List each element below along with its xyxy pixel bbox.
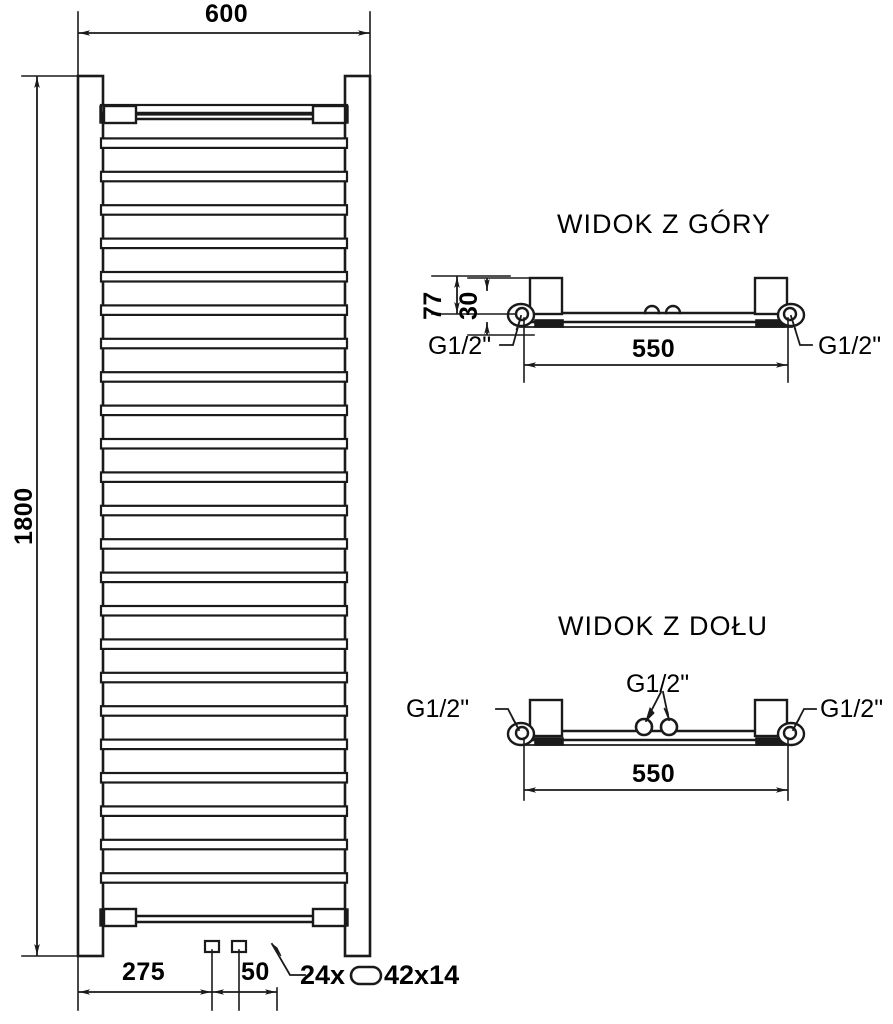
dimension-550-bottom: [523, 737, 789, 801]
lower-mounting-bar: [99, 907, 349, 928]
left-manifold: [76, 74, 105, 958]
vent-bump-left: [643, 304, 661, 315]
bottom-connector-stubs: [203, 939, 248, 954]
upper-bracket-left: [102, 104, 138, 125]
dimension-label-center-top: 550: [632, 335, 676, 363]
lower-bracket-right: [311, 907, 347, 928]
top-valve-left: [506, 302, 536, 328]
right-manifold: [343, 74, 372, 958]
thread-label-top-left: G1/2": [428, 332, 492, 360]
bottom-view-geometry: [506, 698, 806, 747]
tube-note-leader: [270, 942, 306, 976]
dimension-77: [431, 275, 517, 315]
bottom-view-title: WIDOK Z DOŁU: [558, 611, 769, 641]
top-bracket-left: [528, 276, 564, 316]
tube-note-profile: 42x14: [384, 960, 460, 990]
bottom-center-port-left: [634, 717, 654, 737]
upper-bracket-right: [311, 104, 347, 125]
upper-mounting-bar: [99, 104, 349, 125]
dimension-label-bottom-spacing: 50: [241, 958, 270, 986]
dimension-label-width: 600: [205, 0, 249, 28]
dimension-label-bottom-offset: 275: [122, 958, 166, 986]
vent-bump-right: [664, 304, 682, 315]
top-view-geometry: [506, 276, 806, 328]
dimension-30: [467, 277, 535, 336]
bottom-thread-leaders: [495, 690, 817, 732]
dimension-550-top: [523, 317, 789, 383]
bottom-bracket-left-foot: [534, 737, 564, 746]
dimension-275-50: [77, 943, 278, 1011]
lower-bracket-left: [102, 907, 138, 928]
bottom-center-port-right: [659, 717, 679, 737]
top-thread-leaders: [499, 314, 813, 346]
radiator-front-view: [76, 74, 372, 958]
dimension-label-depth: 77: [419, 291, 447, 320]
bottom-valve-right: [776, 721, 806, 747]
tube-group: [99, 103, 349, 884]
tube-note-count: 24x: [300, 960, 346, 990]
top-bracket-left-foot: [534, 319, 564, 328]
thread-label-top-right: G1/2": [818, 332, 882, 360]
tube-profile-symbol: [349, 965, 383, 986]
dimension-label-height: 1800: [10, 487, 38, 545]
top-valve-right: [776, 302, 806, 328]
thread-label-bottom-center: G1/2": [626, 670, 690, 698]
dimension-label-center-bottom: 550: [632, 760, 676, 788]
thread-label-bottom-left: G1/2": [406, 695, 470, 723]
top-view-title: WIDOK Z GÓRY: [557, 209, 772, 239]
dimension-label-bracket: 30: [455, 291, 483, 320]
thread-label-bottom-right: G1/2": [820, 695, 884, 723]
bottom-bracket-left: [528, 698, 564, 738]
bottom-valve-left: [506, 721, 536, 747]
